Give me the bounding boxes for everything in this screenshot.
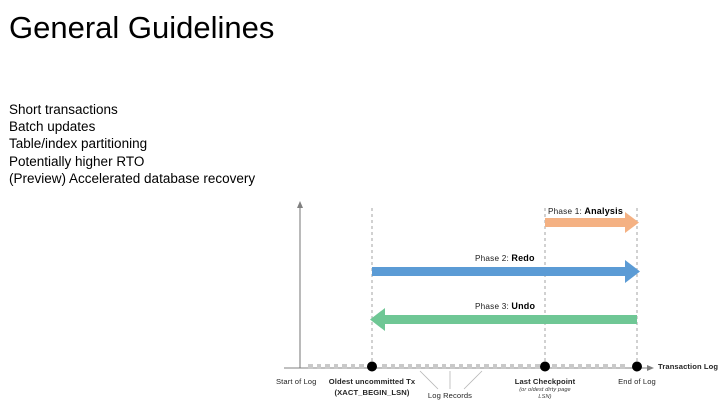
- marker-end-of-log: [632, 361, 642, 372]
- list-item: Batch updates: [9, 119, 96, 135]
- marker-label-checkpoint-line1: Last Checkpoint: [514, 377, 576, 386]
- marker-label-end-of-log: End of Log: [618, 377, 656, 386]
- list-item: (Preview) Accelerated database recovery: [9, 170, 256, 186]
- phase-3-prefix: Phase 3:: [475, 302, 512, 311]
- guidelines-list: Short transactions Batch updates Table/i…: [9, 101, 309, 187]
- marker-last-checkpoint: [540, 361, 550, 372]
- start-of-log-label: Start of Log: [276, 377, 317, 386]
- list-item: Potentially higher RTO: [9, 153, 145, 169]
- page-title: General Guidelines: [9, 10, 275, 45]
- x-axis-title: Transaction Log: [658, 362, 719, 371]
- marker-label-checkpoint-line2: (or oldest dirty page: [519, 387, 571, 393]
- phase-3-undo-arrow: [370, 308, 637, 331]
- y-axis: [297, 201, 303, 368]
- phase-1-name: Analysis: [584, 206, 624, 216]
- guide-lines: [371, 208, 638, 367]
- list-item: Table/index partitioning: [9, 136, 148, 152]
- phase-3-label: Phase 3: Undo: [475, 301, 535, 311]
- log-record-ticks: [308, 364, 625, 369]
- log-record-leaders: [419, 370, 483, 390]
- marker-label-checkpoint-line3: LSN): [538, 394, 552, 400]
- phase-1-label: Phase 1: Analysis: [548, 206, 623, 216]
- diagram-graphics: [284, 201, 654, 390]
- phase-3-name: Undo: [511, 301, 536, 311]
- phase-2-redo-arrow: [372, 260, 640, 283]
- phase-1-analysis-arrow: [545, 212, 639, 233]
- lsn-markers: [367, 361, 642, 372]
- log-record-label: Log Records: [427, 391, 473, 400]
- phase-2-label: Phase 2: Redo: [475, 253, 535, 263]
- phase-2-prefix: Phase 2:: [475, 254, 512, 263]
- marker-oldest-uncommitted-tx: [367, 361, 377, 372]
- marker-label-oldest-tx-line1: Oldest uncommitted Tx: [328, 377, 416, 386]
- phase-1-prefix: Phase 1:: [548, 207, 585, 216]
- recovery-phases-diagram: Phase 1: Analysis Phase 2: Redo Phase 3:…: [270, 195, 720, 405]
- phase-2-name: Redo: [511, 253, 535, 263]
- marker-label-oldest-tx-line2: (XACT_BEGIN_LSN): [334, 388, 410, 397]
- list-item: Short transactions: [9, 102, 118, 117]
